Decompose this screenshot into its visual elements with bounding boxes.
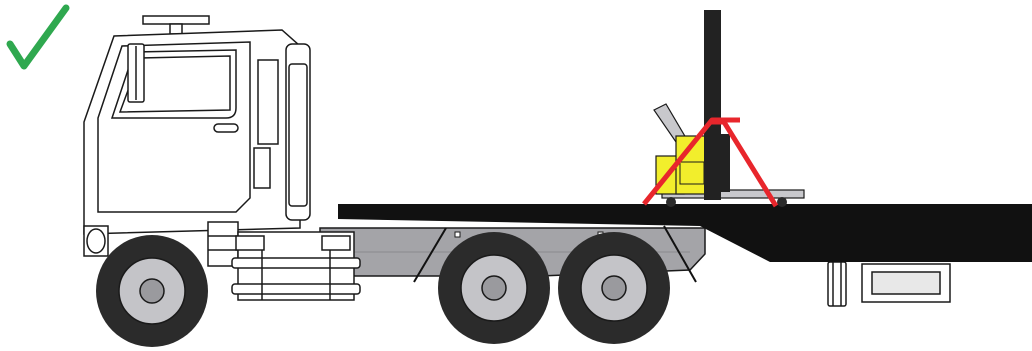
rear-wheel-1 xyxy=(438,232,550,344)
fuel-tank xyxy=(232,232,360,300)
front-wheel xyxy=(96,235,208,347)
trailer-landing-gear xyxy=(828,262,950,306)
forklift-icon xyxy=(654,10,804,207)
truck-cab xyxy=(84,16,310,266)
rear-wheel-2 xyxy=(558,232,670,344)
checkmark-icon xyxy=(10,8,66,66)
